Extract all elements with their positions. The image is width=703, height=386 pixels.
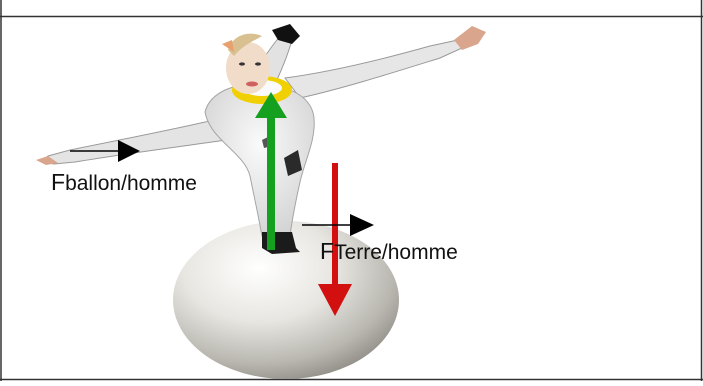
label-force-symbol: F	[51, 169, 65, 195]
clown-figure	[36, 24, 486, 254]
left-arm	[42, 120, 226, 164]
label-force-terre-homme: FTerre/homme	[320, 240, 458, 263]
right-arm	[285, 40, 462, 98]
label-force-subscript: ballon/homme	[65, 172, 197, 195]
label-force-subscript: Terre/homme	[334, 241, 458, 264]
label-force-symbol: F	[320, 238, 334, 264]
label-force-ballon-homme: Fballon/homme	[51, 171, 197, 194]
